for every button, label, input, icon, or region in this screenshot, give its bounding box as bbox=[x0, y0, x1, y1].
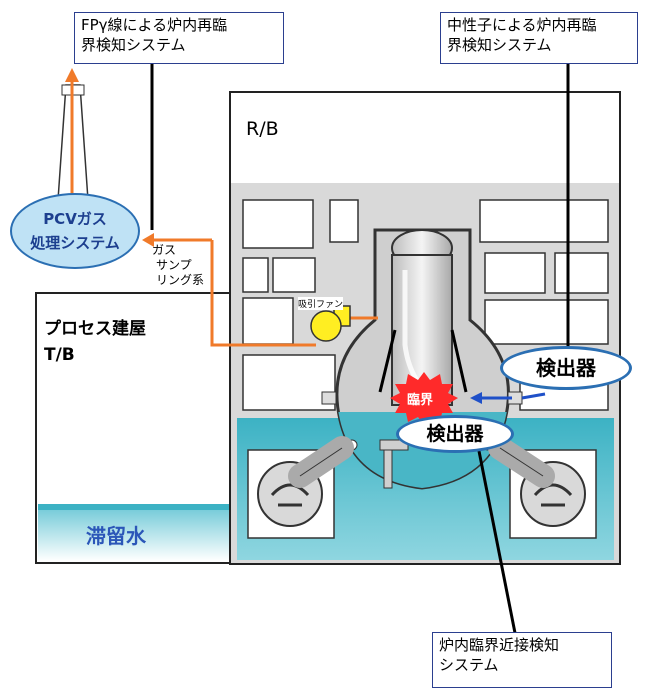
proximity-line-2: システム bbox=[439, 656, 499, 674]
suction-fan-icon bbox=[310, 305, 351, 342]
gas-sampling-1: ガス bbox=[152, 243, 177, 257]
neutron-callout: 中性子による炉内再臨 界検知システム bbox=[440, 12, 638, 64]
stagnant-water-label: 滞留水 bbox=[86, 524, 146, 548]
blue-arrow bbox=[470, 392, 546, 404]
fp-gamma-line-1: FPγ線による炉内再臨 bbox=[81, 16, 228, 34]
criticality-label: 臨界 bbox=[407, 393, 434, 408]
stack-arrow-head bbox=[65, 68, 79, 82]
detector-inner-label: 検出器 bbox=[426, 423, 484, 445]
turbine-building bbox=[35, 292, 237, 564]
fan-label: 吸引ファン bbox=[298, 297, 344, 310]
fp-gamma-line-2: 界検知システム bbox=[81, 36, 186, 54]
pcv-gas-system: PCVガス 処理システム bbox=[10, 193, 140, 269]
proximity-callout: 炉内臨界近接検知 システム bbox=[432, 632, 612, 688]
leader-lines bbox=[150, 52, 570, 639]
criticality-burst bbox=[390, 372, 458, 425]
rb-label: R/B bbox=[246, 118, 279, 140]
gas-sampling-label: ガス サンプ リング系 bbox=[152, 243, 204, 288]
proximity-line-1: 炉内臨界近接検知 bbox=[439, 636, 560, 654]
neutron-line-2: 界検知システム bbox=[447, 36, 552, 54]
gas-flow-line bbox=[70, 80, 378, 347]
gas-sampling-2: サンプ bbox=[156, 258, 192, 272]
process-building-label: プロセス建屋 bbox=[44, 319, 146, 339]
detector-outer: 検出器 bbox=[500, 346, 632, 390]
fp-gamma-callout: FPγ線による炉内再臨 界検知システム bbox=[74, 12, 284, 64]
detector-outer-label: 検出器 bbox=[536, 356, 596, 380]
tb-label: T/B bbox=[44, 345, 75, 365]
pcv-arrow-head bbox=[142, 233, 154, 247]
gas-sampling-3: リング系 bbox=[156, 273, 205, 287]
pcv-line-2: 処理システム bbox=[30, 234, 120, 252]
neutron-line-1: 中性子による炉内再臨 bbox=[447, 16, 597, 34]
pcv-line-1: PCVガス bbox=[43, 210, 107, 228]
detector-inner: 検出器 bbox=[396, 415, 514, 453]
